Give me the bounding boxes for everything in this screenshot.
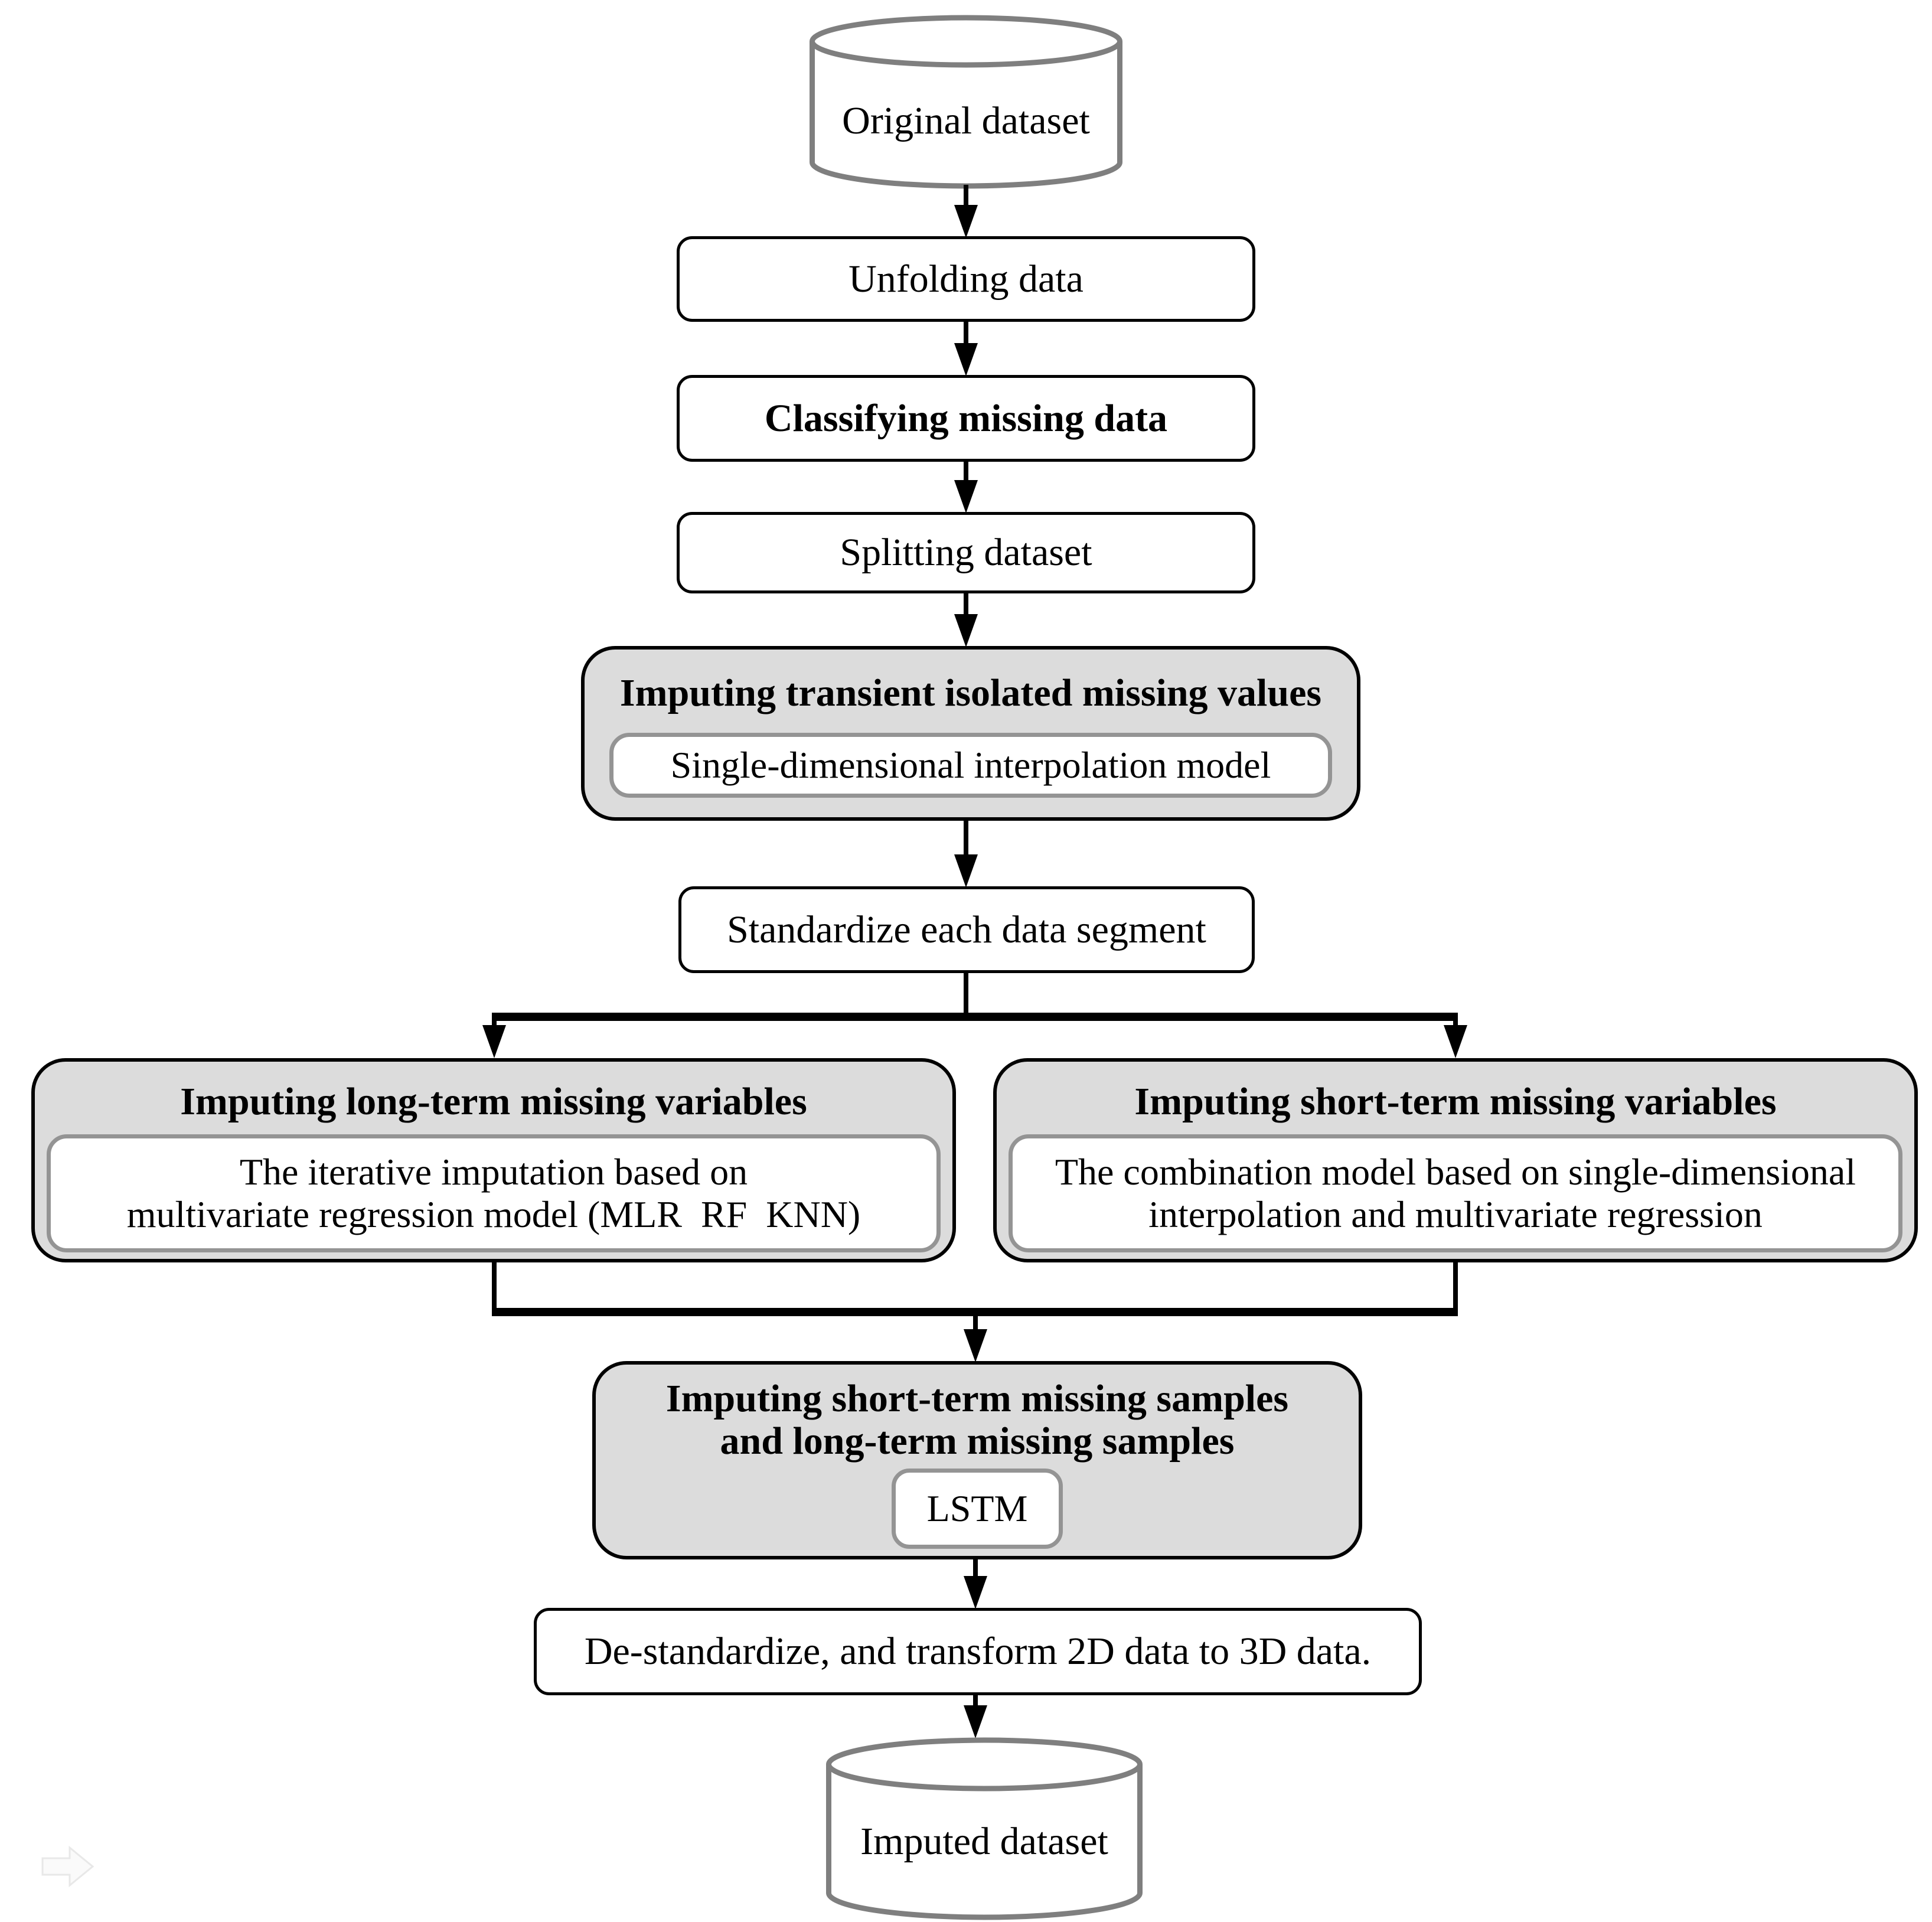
split-arrow-right: [1444, 1017, 1467, 1058]
arrow-shaft: [1453, 1017, 1458, 1029]
arrow-shaft: [964, 592, 968, 618]
group-imputing-samples: Imputing short-term missing samples and …: [592, 1361, 1362, 1559]
cylinder-shape: [810, 15, 1122, 189]
merge-connector-left: [492, 1261, 497, 1316]
cylinder-original-dataset: Original dataset: [810, 15, 1122, 189]
arrow-head-icon: [954, 614, 978, 647]
imputed-dataset-label: Imputed dataset: [860, 1820, 1108, 1863]
model-single-dimensional-interpolation: Single-dimensional interpolation model: [609, 733, 1332, 798]
imputing-samples-title: Imputing short-term missing samples and …: [666, 1378, 1288, 1463]
node-classifying-missing-data: Classifying missing data: [677, 375, 1255, 462]
group-imputing-transient: Imputing transient isolated missing valu…: [581, 646, 1360, 821]
model-combination-line1: The combination model based on single-di…: [1055, 1151, 1856, 1193]
arrow-shaft: [964, 461, 968, 484]
imputing-samples-title-line1: Imputing short-term missing samples: [665, 1377, 1289, 1420]
node-destandardize: De-standardize, and transform 2D data to…: [534, 1608, 1422, 1695]
flow-arrow-7: [964, 1694, 987, 1738]
imputing-long-term-title: Imputing long-term missing variables: [180, 1080, 807, 1123]
flow-arrow-5: [954, 818, 978, 887]
split-connector-stem: [964, 972, 968, 1017]
merge-connector-right: [1453, 1261, 1458, 1316]
flow-arrow-6: [964, 1558, 987, 1609]
group-imputing-short-term: Imputing short-term missing variables Th…: [993, 1058, 1918, 1262]
imputing-short-term-title: Imputing short-term missing variables: [1134, 1080, 1777, 1123]
arrow-head-icon: [964, 1576, 987, 1609]
arrow-head-icon: [964, 1329, 987, 1362]
flow-arrow-2: [954, 321, 978, 376]
group-imputing-long-term: Imputing long-term missing variables The…: [31, 1058, 956, 1262]
node-splitting-dataset: Splitting dataset: [677, 512, 1255, 593]
arrow-shaft: [964, 818, 968, 858]
arrow-shaft: [973, 1694, 978, 1709]
merge-connector-bar: [492, 1308, 1458, 1316]
model-combination-line2: interpolation and multivariate regressio…: [1148, 1193, 1763, 1235]
arrow-shaft: [964, 185, 968, 208]
model-combination: The combination model based on single-di…: [1009, 1134, 1902, 1252]
model-lstm: LSTM: [892, 1469, 1063, 1549]
model-iterative-imputation-line1: The iterative imputation based on: [239, 1151, 748, 1193]
arrow-head-icon: [954, 480, 978, 513]
flow-arrow-1: [954, 185, 978, 238]
imputing-samples-title-line2: and long-term missing samples: [720, 1420, 1235, 1463]
flow-arrow-3: [954, 461, 978, 513]
model-iterative-imputation: The iterative imputation based on multiv…: [47, 1134, 941, 1252]
watermark-arrow-icon: [41, 1845, 94, 1888]
arrow-head-icon: [1444, 1025, 1467, 1058]
arrow-head-icon: [954, 205, 978, 238]
node-standardize-data-segment: Standardize each data segment: [678, 886, 1255, 973]
original-dataset-label: Original dataset: [842, 99, 1090, 142]
imputing-transient-title: Imputing transient isolated missing valu…: [619, 671, 1322, 714]
node-unfolding-data: Unfolding data: [677, 236, 1255, 322]
cylinder-shape: [826, 1737, 1143, 1920]
arrow-shaft: [964, 321, 968, 347]
arrow-shaft: [973, 1558, 978, 1580]
merge-arrow-down: [964, 1316, 987, 1362]
model-iterative-imputation-line2: multivariate regression model (MLR RF KN…: [126, 1193, 861, 1235]
split-arrow-left: [482, 1017, 506, 1058]
arrow-shaft: [973, 1316, 978, 1333]
arrow-head-icon: [954, 854, 978, 887]
cylinder-imputed-dataset: Imputed dataset: [826, 1737, 1143, 1920]
flow-arrow-4: [954, 592, 978, 647]
split-connector-bar: [492, 1013, 1458, 1021]
arrow-head-icon: [954, 343, 978, 376]
arrow-head-icon: [964, 1705, 987, 1738]
arrow-head-icon: [482, 1025, 506, 1058]
arrow-shaft: [492, 1017, 497, 1029]
